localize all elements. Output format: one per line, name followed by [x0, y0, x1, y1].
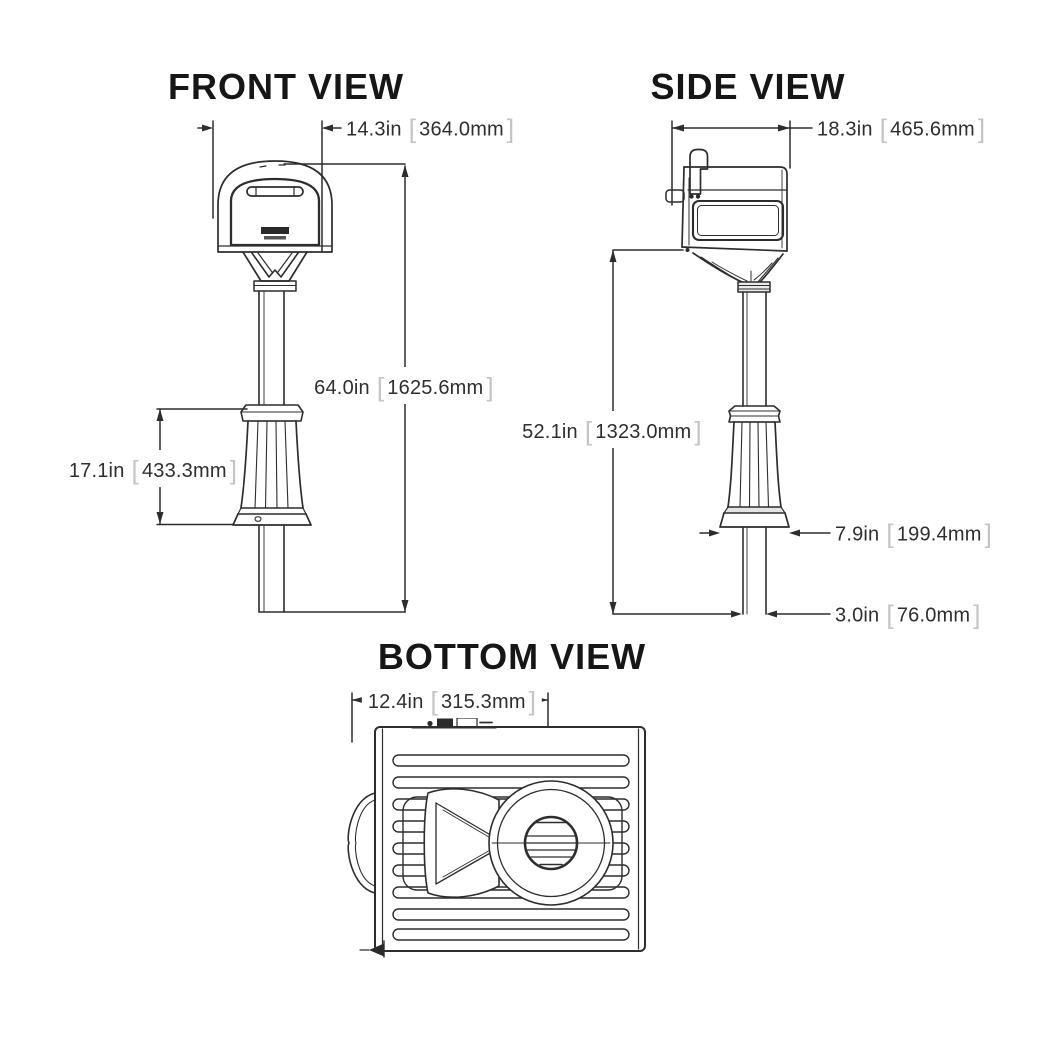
front-view-title: FRONT VIEW [168, 66, 404, 107]
front-width-dimension-lines [197, 120, 342, 253]
dim-front-height-mm: 1625.6mm [377, 377, 494, 399]
dim-side-depth-in: 18.3in [817, 118, 873, 141]
side-mailbox [665, 148, 788, 252]
dim-side-base-width-mm: 199.4mm [886, 523, 992, 545]
dim-front-width: 14.3in 364.0mm [346, 111, 514, 142]
dim-front-base-height-in: 17.1in [68, 460, 125, 483]
bottom-handle [347, 792, 376, 894]
dim-side-stake-width: 3.0in 76.0mm [835, 597, 981, 628]
dim-front-base-height: 17.1in 433.3mm [62, 450, 244, 488]
side-base-dimension-lines [699, 529, 831, 537]
dim-side-post-height: 52.1in 1323.0mm [516, 411, 708, 449]
side-base [719, 405, 790, 528]
side-depth-dimension-lines [671, 120, 813, 206]
dim-front-width-in: 14.3in [346, 118, 402, 141]
side-bracket [692, 252, 784, 293]
dim-side-stake-width-in: 3.0in [835, 604, 880, 627]
bottom-foot-mark [359, 940, 385, 958]
side-view-drawing [609, 120, 831, 618]
front-bracket [242, 251, 308, 292]
bottom-view-title: BOTTOM VIEW [377, 636, 647, 677]
dim-side-depth: 18.3in 465.6mm [817, 111, 985, 142]
side-stake-dimension-lines [612, 610, 831, 618]
front-view-drawing [156, 120, 409, 613]
bottom-bracket [423, 788, 500, 898]
dim-bottom-edge-to-center: 12.4in 315.3mm [361, 681, 543, 719]
side-panel [691, 199, 785, 242]
dim-front-height-in: 64.0in [314, 377, 370, 400]
bottom-post-socket [488, 780, 614, 906]
dim-side-post-height-mm: 1323.0mm [585, 421, 702, 443]
side-flag [689, 148, 709, 195]
side-post [742, 291, 767, 407]
dim-front-height: 64.0in 1625.6mm [308, 367, 500, 405]
dim-bottom-edge-to-center-mm: 315.3mm [431, 691, 537, 713]
dim-bottom-edge-to-center-in: 12.4in [367, 691, 424, 714]
front-ground-stake [258, 524, 285, 613]
front-mailbox [217, 160, 333, 253]
front-post [258, 290, 285, 406]
front-emblem-mark [261, 227, 289, 234]
bottom-view-drawing [347, 692, 646, 958]
front-door-handle [246, 186, 304, 197]
dim-side-depth-mm: 465.6mm [880, 118, 986, 140]
dim-side-base-width-in: 7.9in [835, 523, 880, 546]
dim-front-width-mm: 364.0mm [409, 118, 515, 140]
side-ground-stake [742, 526, 767, 615]
dim-side-post-height-in: 52.1in [522, 421, 578, 444]
dim-side-stake-width-mm: 76.0mm [886, 604, 980, 626]
dim-front-base-height-mm: 433.3mm [132, 460, 238, 482]
side-view-title: SIDE VIEW [650, 66, 846, 107]
front-base [232, 404, 312, 526]
dim-side-base-width: 7.9in 199.4mm [835, 516, 992, 547]
side-door-pull [665, 189, 685, 203]
